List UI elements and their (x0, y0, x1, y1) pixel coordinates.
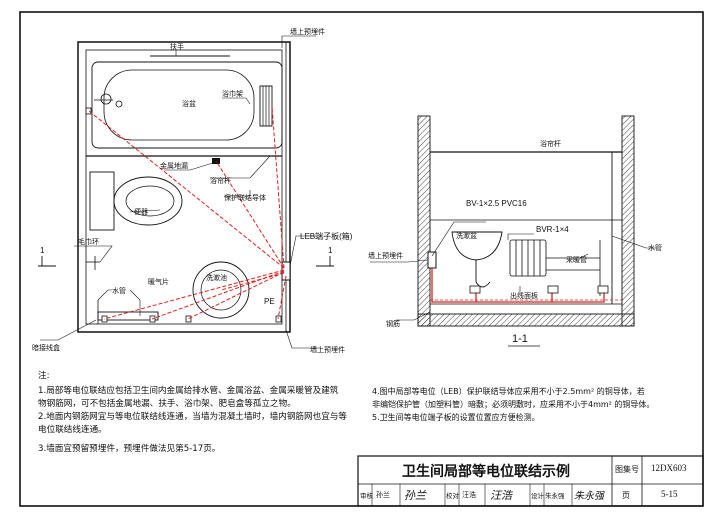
sec-label-cable-spec: BV-1×2.5 PVC16 (466, 199, 527, 208)
section-labels: 浴帘杆 BV-1×2.5 PVC16 BVR-1×4 洗漱盆 采暖管 水管 墙上… (368, 139, 662, 345)
label-wall-embed-top: 墙上预埋件 (290, 27, 325, 36)
label-protective-conduit: 保护联结导体 (224, 193, 266, 202)
review-name: 孙兰 (376, 491, 390, 499)
label-bath-towel-rack: 浴巾架 (222, 89, 243, 98)
notes-heading: 注: (38, 371, 50, 381)
sec-label-water-pipe: 水管 (648, 243, 662, 252)
notes-right: 4.图中局部等电位（LEB）保护联结导体应采用不小于2.5mm² 的铜导体，若 … (372, 385, 654, 424)
section-floor-slab (417, 313, 635, 327)
sec-label-steel-bar: 钢筋 (386, 319, 400, 328)
toilet-icon (89, 171, 183, 231)
note-right-1: 4.图中局部等电位（LEB）保护联结导体应采用不小于2.5mm² 的铜导体，若 (372, 387, 645, 396)
section-view (370, 115, 656, 347)
faucet-icon (100, 93, 112, 105)
label-handrail: 扶手 (170, 42, 184, 51)
section-cut-marks (38, 256, 334, 267)
note-left-5: 3.墙面宜预留预埋件，预埋件做法见第5-17页。 (38, 444, 221, 454)
section-conductors (430, 268, 622, 303)
review-signature: 孙兰 (404, 489, 426, 502)
label-section-mark-right: 1 (328, 246, 333, 255)
label-water-pipe: 水管 (112, 286, 126, 295)
label-wall-embed-bottom: 墙上预埋件 (310, 345, 345, 354)
towel-rack-icon (259, 85, 273, 127)
label-heater: 暖气片 (148, 277, 169, 286)
label-section-mark-left: 1 (40, 246, 45, 255)
note-left-3: 2.地面内钢筋网宜与等电位联结线连通，当墙为混凝土墙时，墙内钢筋网也宜与等 (38, 412, 347, 422)
check-signature: 汪浩 (490, 489, 512, 502)
note-right-2: 非编铠保护管（加塑料管）暗敷；必须明敷时，应采用不小于4mm² 的铜导体。 (372, 400, 655, 409)
sec-label-washbasin: 洗漱盆 (456, 231, 477, 240)
plan-inner-wall (85, 49, 283, 325)
towel-ring-icon (86, 256, 100, 270)
design-signature: 朱永强 (574, 491, 604, 502)
check-label: 校对 (446, 492, 459, 500)
section-radiator-icon (509, 239, 601, 296)
label-toilet: 便器 (134, 207, 148, 216)
label-washbasin: 洗漱池 (206, 273, 227, 282)
review-label: 审核 (360, 492, 373, 500)
note-left-2: 物钢筋网，可不包括金属地漏、扶手、浴巾架、肥皂盒等孤立之物。 (38, 399, 296, 409)
label-junction-box: 暗接线盒 (32, 343, 60, 352)
sec-label-heating-pipe: 采暖管 (566, 255, 587, 264)
check-name: 汪浩 (462, 491, 476, 499)
section-leb-box (427, 251, 437, 269)
label-towel-ring: 毛巾环 (78, 237, 99, 246)
drawing-title: 卫生间局部等电位联结示例 (402, 464, 570, 480)
section-left-wall (417, 115, 431, 327)
note-left-4: 电位联结线连通。 (38, 425, 107, 435)
label-leb-box: LEB端子板(箱) (300, 231, 353, 241)
note-right-3: 5.卫生间等电位端子板的设置位置应方便检测。 (372, 413, 540, 422)
plan-outer-wall (77, 41, 291, 333)
design-name: 朱永强 (545, 492, 565, 500)
sec-label-wall-embed: 墙上预埋件 (368, 251, 403, 260)
page-label: 页 (622, 491, 630, 500)
label-bathtub: 浴盆 (182, 99, 196, 108)
label-shower-curtain-rod: 浴帘杆 (210, 176, 231, 185)
bonding-conductors (88, 105, 287, 320)
page-number: 5-15 (661, 489, 678, 499)
plan-view (38, 35, 334, 349)
plan-labels: 扶手 墙上预埋件 浴盆 浴巾架 金属地漏 浴帘杆 保护联结导体 便器 LEB端子… (32, 27, 353, 354)
label-pe: PE (264, 297, 275, 306)
label-metal-floor-drain: 金属地漏 (160, 161, 188, 170)
notes-left: 1.局部等电位联结应包括卫生间内金属给排水管、金属浴盆、金属采暖管及建筑 物钢筋… (38, 385, 347, 456)
washbasin-icon (192, 261, 250, 319)
title-block (357, 455, 704, 507)
atlas-number: 12DX603 (651, 463, 687, 473)
sec-label-floor-grille: 出线面板 (510, 291, 538, 300)
sec-label-bvr-spec: BVR-1×4 (536, 225, 569, 234)
note-left-1: 1.局部等电位联结应包括卫生间内金属给排水管、金属浴盆、金属采暖管及建筑 (38, 386, 339, 396)
bathtub-shape (91, 61, 283, 149)
sec-label-curtain-rod: 浴帘杆 (540, 139, 561, 148)
section-right-wall (621, 115, 635, 327)
atlas-label: 图集号 (615, 465, 639, 474)
section-washbasin-icon (451, 231, 503, 288)
design-label: 设计 (531, 492, 544, 500)
sec-label-section-title: 1-1 (512, 333, 528, 345)
